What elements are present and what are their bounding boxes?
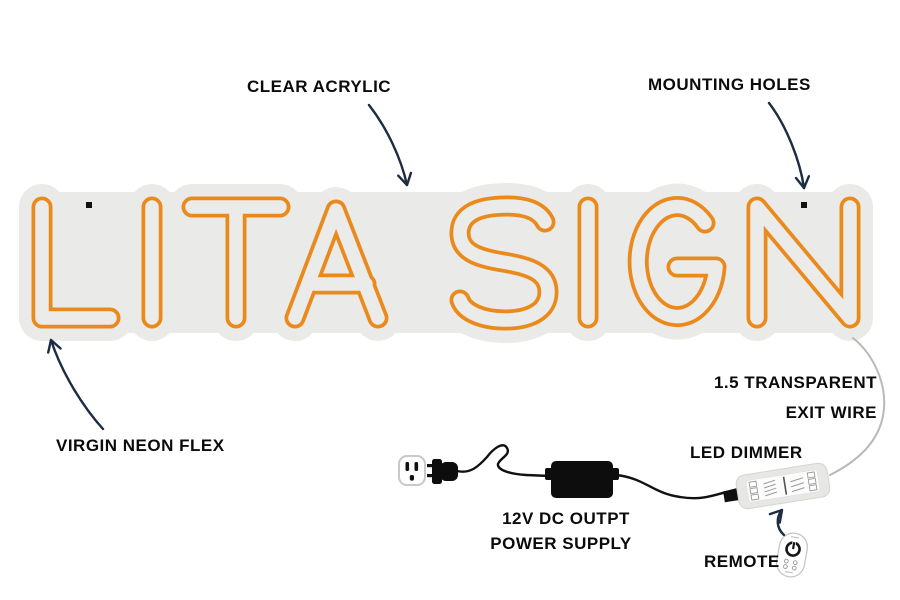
arrow-virgin-neon-flex <box>47 338 105 431</box>
wall-outlet-icon <box>398 455 426 486</box>
label-remote: REMOTE <box>704 552 780 571</box>
label-exit-wire-line2: EXIT WIRE <box>786 403 877 422</box>
led-dimmer-icon <box>723 462 831 510</box>
dimmer-input-connector <box>723 489 740 503</box>
mounting-hole-right <box>801 202 807 208</box>
power-plug-icon <box>427 459 458 484</box>
dimmer-divider <box>782 476 788 495</box>
power-supply-brick-icon <box>545 461 619 498</box>
outlet-slot-left <box>405 462 410 471</box>
arrow-mounting-holes <box>767 101 811 190</box>
label-virgin-neon-flex: VIRGIN NEON FLEX <box>56 436 225 455</box>
power-cord-brick-to-dimmer <box>614 473 740 500</box>
mounting-hole-left <box>86 202 92 208</box>
remote-icon <box>775 532 809 578</box>
label-led-dimmer: LED DIMMER <box>690 443 803 462</box>
neon-sign <box>40 192 852 333</box>
arrow-clear-acrylic <box>367 103 413 187</box>
transparent-exit-wire <box>829 337 886 476</box>
power-cord-outlet-to-brick <box>455 444 552 478</box>
label-exit-wire-line1: 1.5 TRANSPARENT <box>714 373 877 392</box>
label-power-supply-line1: 12V DC OUTPT <box>502 509 630 528</box>
arrow-remote <box>768 508 786 537</box>
label-clear-acrylic: CLEAR ACRYLIC <box>247 77 391 96</box>
outlet-slot-right <box>414 462 419 471</box>
label-power-supply-line2: POWER SUPPLY <box>490 534 632 553</box>
outlet-ground-hole <box>409 475 414 481</box>
label-mounting-holes: MOUNTING HOLES <box>648 75 811 94</box>
